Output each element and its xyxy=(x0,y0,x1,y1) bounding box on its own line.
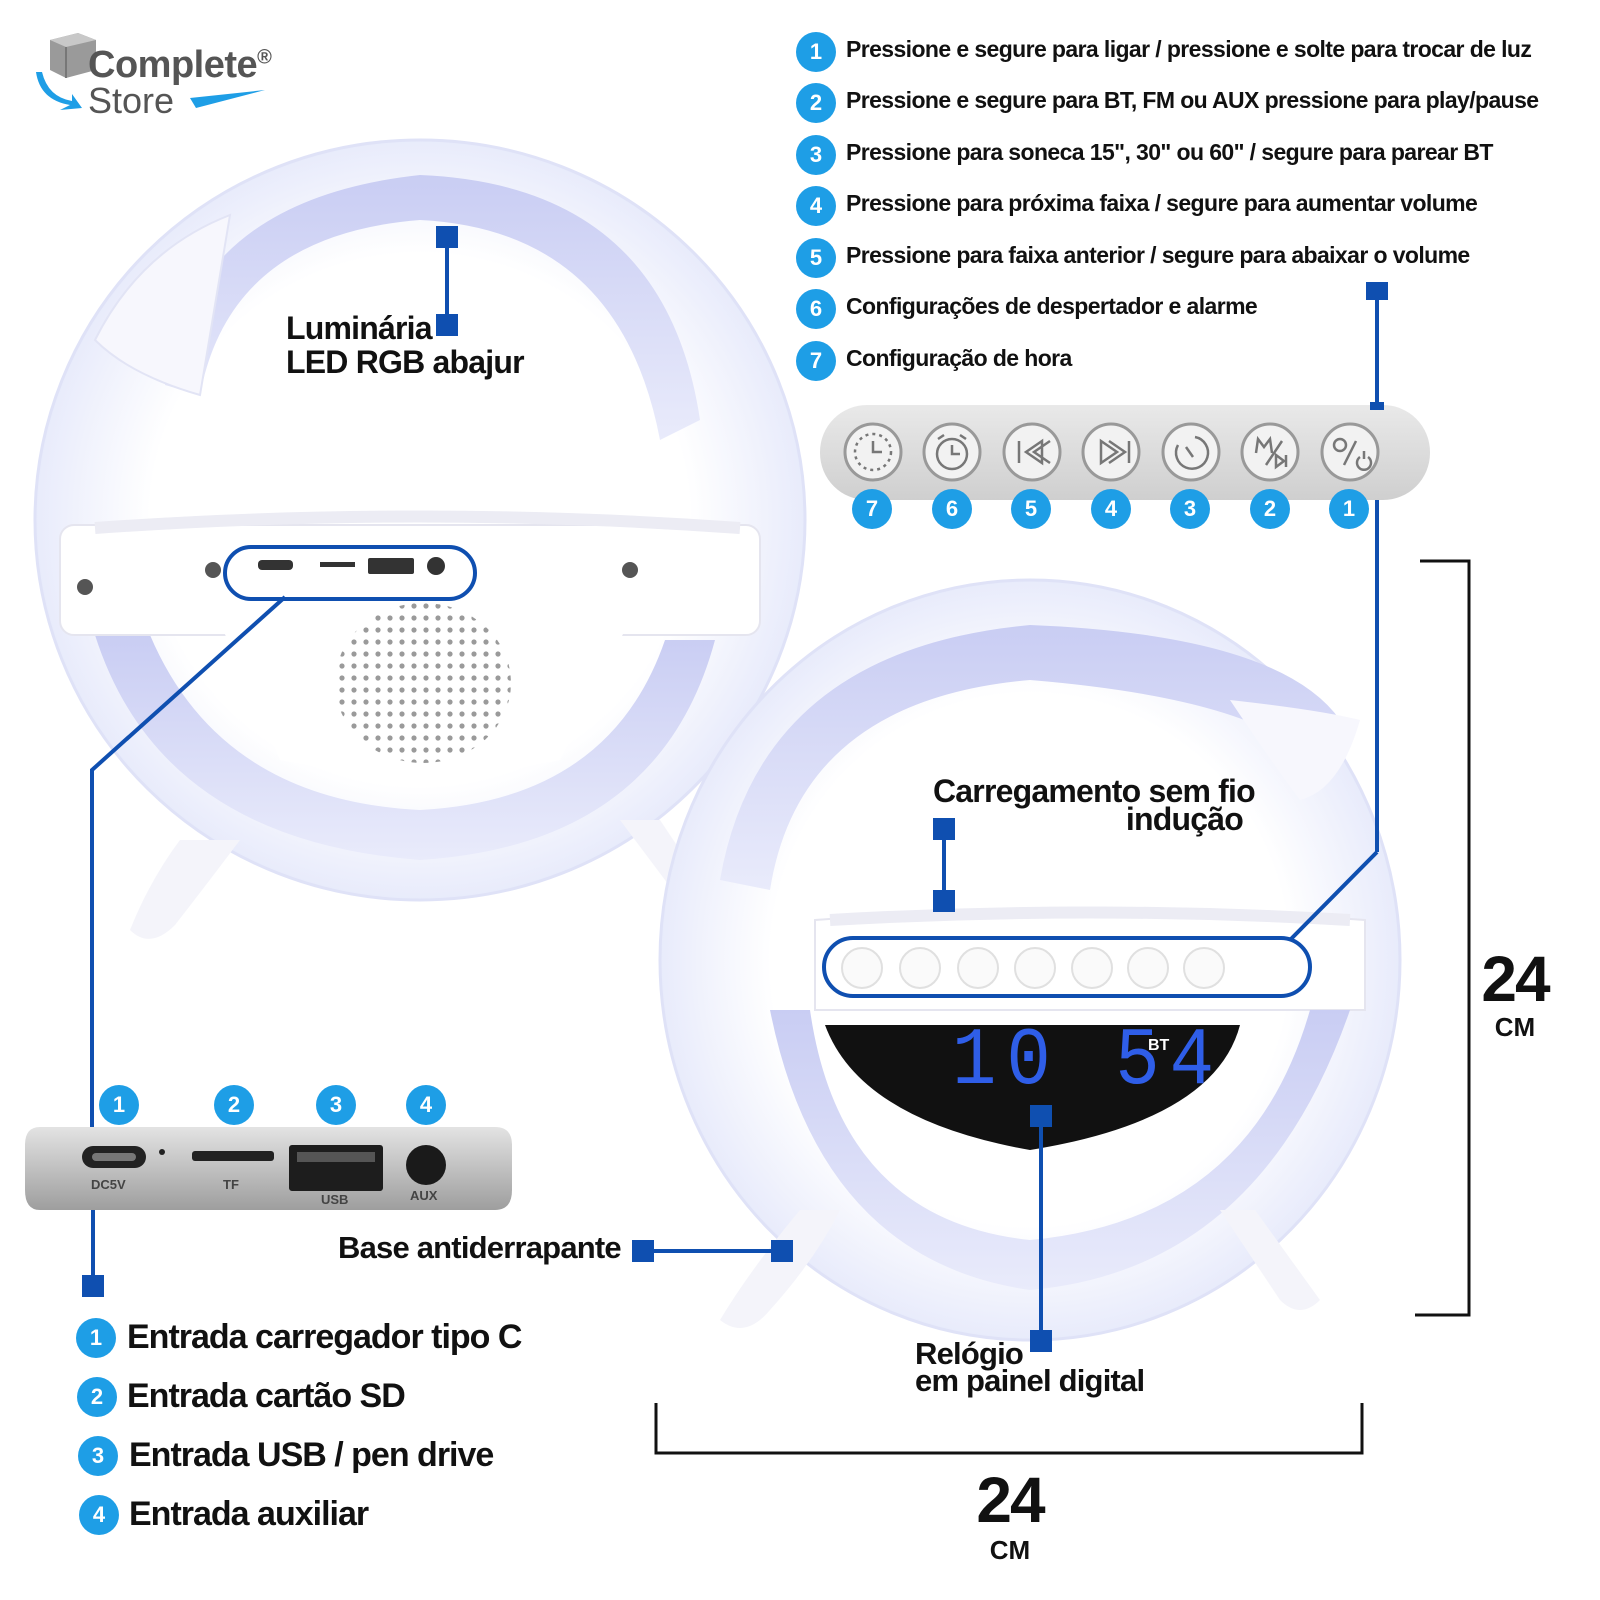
mode-play-pause-icon xyxy=(1240,422,1300,482)
panel-number: 1 xyxy=(1329,489,1369,529)
port-desc-text: Entrada USB / pen drive xyxy=(129,1436,494,1474)
instruction-text: Pressione para próxima faixa / segure pa… xyxy=(846,190,1478,216)
instruction-number: 2 xyxy=(796,83,836,123)
button-panel-icons xyxy=(843,422,1380,482)
panel-number: 4 xyxy=(1091,489,1131,529)
panel-number: 3 xyxy=(1170,489,1210,529)
port-label-tf: TF xyxy=(223,1177,239,1192)
clock-callout: Relógio em painel digital xyxy=(915,1336,1145,1398)
panel-number: 2 xyxy=(1250,489,1290,529)
ports-panel xyxy=(25,1127,512,1210)
port-desc-number: 2 xyxy=(77,1377,117,1417)
instruction-text: Configuração de hora xyxy=(846,345,1072,371)
instruction-text: Configurações de despertador e alarme xyxy=(846,293,1258,319)
port-desc-number: 1 xyxy=(76,1318,116,1358)
clock-callout-line1: Relógio xyxy=(915,1336,1024,1371)
port-desc-text: Entrada cartão SD xyxy=(127,1377,406,1415)
front-lamp xyxy=(658,578,1402,1342)
port-desc-text: Entrada carregador tipo C xyxy=(127,1318,522,1356)
instruction-text: Pressione para soneca 15", 30" ou 60" / … xyxy=(846,139,1493,165)
connector-lines xyxy=(90,238,1379,1340)
panel-number: 6 xyxy=(932,489,972,529)
dimension-brackets xyxy=(654,559,1471,1455)
next-track-icon xyxy=(1081,422,1141,482)
instruction-number: 5 xyxy=(796,238,836,278)
brand-name-line1: Complete® xyxy=(88,44,272,87)
panel-number: 7 xyxy=(852,489,892,529)
instruction-number: 3 xyxy=(796,135,836,175)
port-desc-number: 3 xyxy=(78,1436,118,1476)
height-unit: CM xyxy=(1494,1012,1536,1042)
brand-name-text: Complete xyxy=(88,44,258,86)
lamp-callout: Luminária LED RGB abajur xyxy=(286,310,525,380)
port-number: 4 xyxy=(406,1085,446,1125)
width-unit: CM xyxy=(989,1535,1031,1565)
port-number: 2 xyxy=(214,1085,254,1125)
instruction-number: 1 xyxy=(796,32,836,72)
instruction-text: Pressione e segure para ligar / pression… xyxy=(846,36,1532,62)
wireless-callout-line1: Carregamento sem fio xyxy=(933,773,1256,809)
instruction-number: 4 xyxy=(796,186,836,226)
bt-indicator: BT xyxy=(1148,1037,1170,1054)
port-label-aux: AUX xyxy=(410,1188,438,1203)
height-value: 24 xyxy=(1481,943,1550,1015)
port-desc-text: Entrada auxiliar xyxy=(129,1495,369,1533)
connector-end-squares xyxy=(82,226,1388,1352)
instruction-text: Pressione e segure para BT, FM ou AUX pr… xyxy=(846,87,1539,113)
lamp-callout-line1: Luminária xyxy=(286,310,433,346)
wireless-callout: Carregamento sem fio indução xyxy=(933,773,1256,837)
wireless-callout-line2: indução xyxy=(1125,800,1244,837)
registered-mark: ® xyxy=(257,46,272,69)
port-label-usb: USB xyxy=(321,1192,349,1207)
logo-box-icon xyxy=(36,33,265,110)
port-number: 3 xyxy=(316,1085,356,1125)
base-callout: Base antiderrapante xyxy=(338,1230,622,1265)
instruction-number: 7 xyxy=(796,341,836,381)
port-number: 1 xyxy=(99,1085,139,1125)
instruction-number: 6 xyxy=(796,289,836,329)
brand-name-line2: Store xyxy=(88,80,175,121)
lamp-callout-line2: LED RGB abajur xyxy=(286,343,525,380)
rear-lamp xyxy=(33,138,807,939)
port-desc-number: 4 xyxy=(79,1495,119,1535)
instruction-text: Pressione para faixa anterior / segure p… xyxy=(846,242,1470,268)
port-label-dc5v: DC5V xyxy=(91,1177,126,1192)
width-value: 24 xyxy=(976,1464,1045,1536)
clock-callout-line2: em painel digital xyxy=(915,1362,1145,1398)
clock-display-digits: 10 54 xyxy=(952,1015,1225,1109)
panel-number: 5 xyxy=(1011,489,1051,529)
